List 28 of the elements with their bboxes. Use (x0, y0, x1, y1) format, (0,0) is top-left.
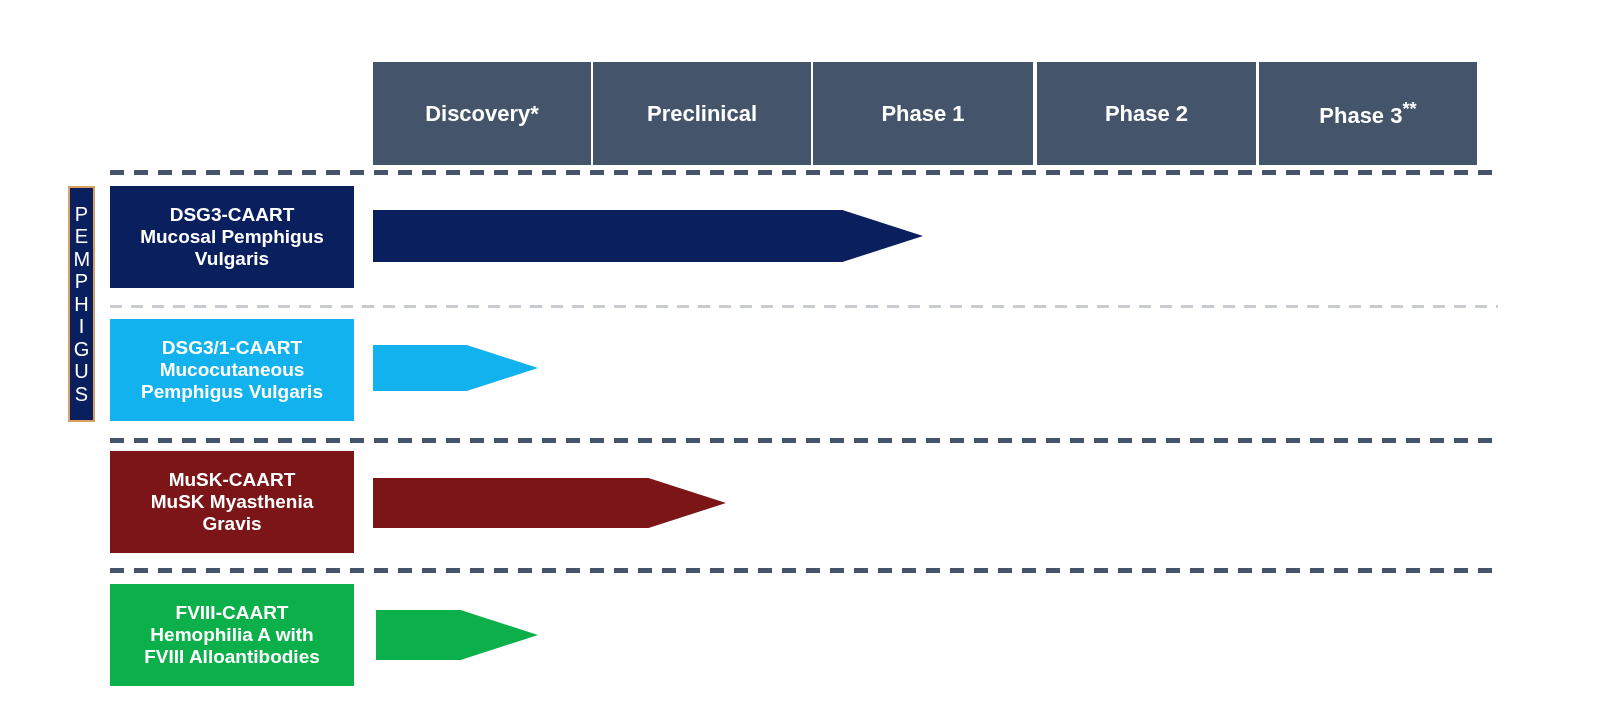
phase-label: Discovery* (425, 100, 539, 127)
program-name: FVIII-CAART (175, 602, 289, 624)
phase-header-cell (373, 62, 593, 165)
progress-arrow (373, 345, 538, 391)
progress-arrow (373, 210, 923, 262)
program-name: DSG3/1-CAART (161, 337, 303, 359)
phase-header-cell (1259, 62, 1479, 165)
phase-label: Phase 3$^{**}$ (1319, 97, 1417, 130)
indication-text: Mucosal Pemphigus Vulgaris (139, 226, 325, 270)
category-label: PEMPHIGUS (73, 202, 90, 406)
progress-arrow (376, 610, 538, 660)
phase-label: Preclinical (646, 100, 758, 127)
phase-label: Phase 1 (881, 100, 965, 127)
progress-arrow (373, 478, 726, 528)
program-name: MuSK-CAART (168, 469, 296, 491)
program-name: DSG3-CAART (169, 204, 295, 226)
program-label-box (110, 584, 354, 686)
indication-text: MuSK Myasthenia Gravis (149, 491, 315, 535)
indication-text: Hemophilia A with FVIII Alloantibodies (143, 624, 321, 668)
phase-header-cell (813, 62, 1035, 165)
program-label-box (110, 186, 354, 288)
phase-header-cell (1037, 62, 1258, 165)
category-label-box (68, 186, 95, 422)
indication-text: Mucocutaneous Pemphigus Vulgaris (140, 359, 324, 403)
phase-header-cell (593, 62, 813, 165)
program-label-box (110, 319, 354, 421)
phase-label: Phase 2 (1104, 100, 1189, 127)
program-label-box (110, 451, 354, 553)
